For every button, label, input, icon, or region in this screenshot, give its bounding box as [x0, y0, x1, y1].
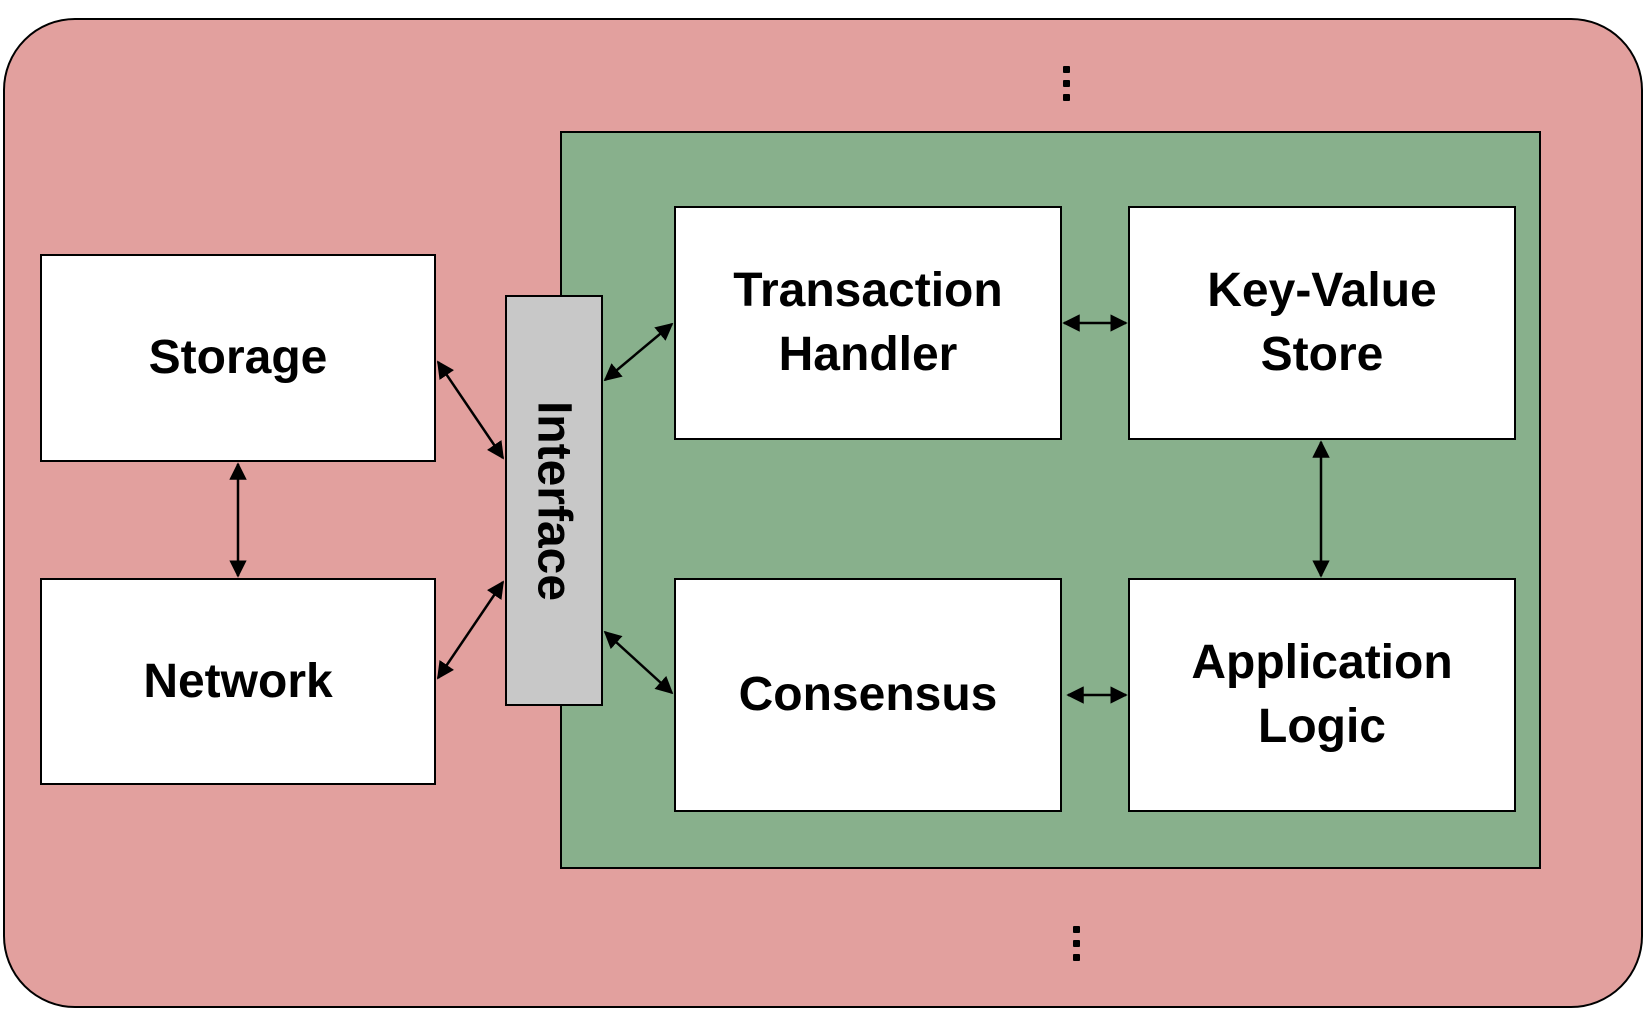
key-value-store-box: Key-Value Store [1128, 206, 1516, 440]
interface-label: Interface [527, 400, 581, 601]
application-logic-label-line2: Logic [1258, 700, 1386, 753]
interface-box: Interface [505, 295, 603, 706]
storage-label: Storage [148, 331, 328, 384]
application-logic-box: Application Logic [1128, 578, 1516, 812]
transaction-handler-box: Transaction Handler [674, 206, 1062, 440]
consensus-label: Consensus [738, 668, 998, 721]
application-logic-label-line1: Application [1191, 636, 1453, 689]
transaction-handler-label-line2: Handler [778, 328, 958, 381]
consensus-box: Consensus [674, 578, 1062, 812]
ellipsis-top-icon [1060, 66, 1072, 101]
ellipsis-bottom-icon [1070, 926, 1082, 961]
transaction-handler-label-line1: Transaction [733, 264, 1003, 317]
key-value-store-label-line2: Store [1260, 328, 1384, 381]
network-box: Network [40, 578, 436, 785]
network-label: Network [143, 654, 333, 708]
storage-box: Storage [40, 254, 436, 462]
key-value-store-label-line1: Key-Value [1207, 264, 1437, 317]
